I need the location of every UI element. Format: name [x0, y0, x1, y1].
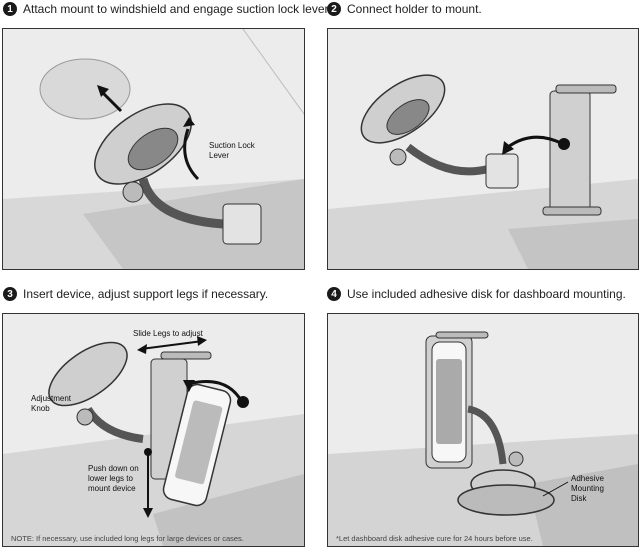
step-3-note: NOTE: If necessary, use included long le… — [11, 534, 244, 543]
step-1-panel: Suction Lock Lever — [2, 28, 305, 270]
step-2-number: 2 — [327, 2, 341, 16]
adjustment-knob-icon — [77, 409, 93, 425]
step-2-panel — [327, 28, 639, 270]
step-4-text: Use included adhesive disk for dashboard… — [347, 287, 626, 301]
mount-plate — [486, 154, 518, 188]
step-4-panel: Adhesive Mounting Disk *Let dashboard di… — [327, 313, 639, 547]
step-4-illustration — [328, 314, 638, 546]
step-4-number: 4 — [327, 287, 341, 301]
step-3-number: 3 — [3, 287, 17, 301]
adhesive-disk-label: Adhesive Mounting Disk — [571, 474, 604, 504]
step-3-text: Insert device, adjust support legs if ne… — [23, 287, 268, 301]
step-2-illustration — [328, 29, 638, 269]
phone-holder-icon — [550, 91, 590, 211]
mount-plate — [223, 204, 261, 244]
step-1-header: 1 Attach mount to windshield and engage … — [3, 2, 331, 16]
adhesive-disk-icon — [458, 485, 554, 515]
step-1-text: Attach mount to windshield and engage su… — [23, 2, 331, 16]
windshield-target-oval — [40, 59, 130, 119]
step-1-illustration — [3, 29, 304, 269]
step-4-header: 4 Use included adhesive disk for dashboa… — [327, 287, 626, 301]
adjustment-knob-label: Adjustment Knob — [31, 394, 71, 414]
push-down-label: Push down on lower legs to mount device — [88, 464, 139, 494]
step-2-header: 2 Connect holder to mount. — [327, 2, 482, 16]
step-3-illustration — [3, 314, 304, 546]
step-3-header: 3 Insert device, adjust support legs if … — [3, 287, 268, 301]
step-1-number: 1 — [3, 2, 17, 16]
step-4-note: *Let dashboard disk adhesive cure for 24… — [336, 534, 533, 543]
suction-lock-lever-label: Suction Lock Lever — [209, 141, 255, 161]
step-3-panel: Slide Legs to adjust Adjustment Knob Pus… — [2, 313, 305, 547]
slide-legs-label: Slide Legs to adjust — [133, 329, 203, 339]
step-2-text: Connect holder to mount. — [347, 2, 482, 16]
